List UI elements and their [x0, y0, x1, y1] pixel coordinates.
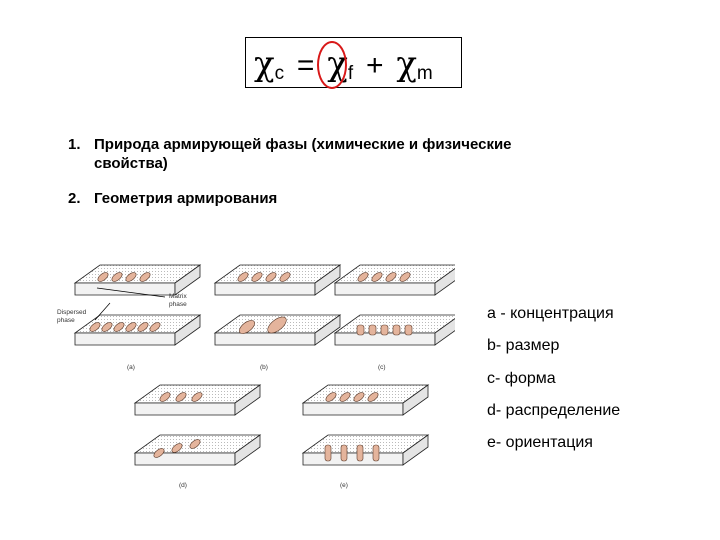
- chi-m-symbol: χ: [396, 44, 417, 84]
- legend-item-size: b- размер: [487, 337, 560, 354]
- d-top-particle: [159, 392, 171, 402]
- composite-block-e-top: [301, 384, 430, 416]
- a-bottom-particle: [125, 322, 137, 332]
- a-top-particle: [125, 272, 137, 282]
- dispersed-leader-line: [94, 302, 111, 321]
- e-top-particle: [325, 392, 337, 402]
- e-bottom-particle: [356, 444, 364, 462]
- e-top-particle: [339, 392, 351, 402]
- b-top-particle: [265, 272, 277, 282]
- c-bottom-particle: [368, 324, 377, 336]
- e-bottom-particle: [372, 444, 380, 462]
- composite-block-e-bottom: [301, 434, 430, 466]
- a-top-particle: [111, 272, 123, 282]
- a-bottom-particle: [113, 322, 125, 332]
- matrix-leader-line: [96, 287, 166, 298]
- plus-sign: +: [365, 49, 384, 82]
- a-top-particle: [97, 272, 109, 282]
- b-top-particle: [279, 272, 291, 282]
- panel-label-b: (b): [260, 364, 268, 371]
- panel-label-a: (a): [127, 364, 135, 371]
- c-top-particle: [357, 272, 369, 282]
- b-top-particle: [251, 272, 263, 282]
- legend-item-distribution: d- распределение: [487, 402, 621, 419]
- panel-label-d: (d): [179, 482, 187, 489]
- d-top-particle: [191, 392, 203, 402]
- point-2-number: 2.: [68, 190, 81, 207]
- chi-c-symbol: χ: [254, 44, 275, 84]
- c-top-particle: [371, 272, 383, 282]
- c-top-particle: [385, 272, 397, 282]
- legend-item-concentration: a - концентрация: [487, 305, 614, 322]
- chi-c-subscript: c: [274, 63, 285, 84]
- b-bottom-particle: [239, 320, 255, 334]
- legend-item-shape: c- форма: [487, 370, 556, 387]
- e-top-particle: [367, 392, 379, 402]
- composite-block-c-top: [333, 264, 455, 296]
- a-top-particle: [139, 272, 151, 282]
- reinforcement-geometry-figure: Matrix phase Dispersed phase (a) (b) (c)…: [57, 264, 455, 489]
- a-bottom-particle: [89, 322, 101, 332]
- c-top-particle: [399, 272, 411, 282]
- chi-m-subscript: m: [416, 63, 433, 84]
- e-bottom-particle: [340, 444, 348, 462]
- point-1-line1: Природа армирующей фазы (химические и фи…: [94, 136, 512, 153]
- c-bottom-particle: [392, 324, 401, 336]
- point-1-line2: свойства): [94, 155, 168, 172]
- c-bottom-particle: [404, 324, 413, 336]
- composite-block-c-bottom: [333, 314, 455, 346]
- composite-block-a-top: [73, 264, 202, 296]
- composite-block-b-top: [213, 264, 342, 296]
- highlight-circle: [317, 41, 347, 89]
- formula-box: χc = χf + χm: [245, 37, 462, 89]
- dispersed-label-2: phase: [57, 317, 75, 324]
- legend-item-orientation: e- ориентация: [487, 434, 593, 451]
- d-bottom-particle: [189, 439, 201, 449]
- a-bottom-particle: [149, 322, 161, 332]
- point-1-number: 1.: [68, 136, 81, 153]
- matrix-label-2: phase: [169, 301, 187, 308]
- b-top-particle: [237, 272, 249, 282]
- point-2: 2. Геометрия армирования: [68, 189, 277, 208]
- point-1: 1. Природа армирующей фазы (химические и …: [68, 135, 512, 173]
- panel-label-c: (c): [378, 364, 386, 371]
- c-bottom-particle: [356, 324, 365, 336]
- b-bottom-particle: [267, 316, 287, 334]
- matrix-label-1: Matrix: [169, 293, 187, 300]
- d-top-particle: [175, 392, 187, 402]
- a-bottom-particle: [137, 322, 149, 332]
- panel-label-e: (e): [340, 482, 348, 489]
- c-bottom-particle: [380, 324, 389, 336]
- e-bottom-particle: [324, 444, 332, 462]
- point-2-text: Геометрия армирования: [94, 190, 278, 207]
- equals-sign: =: [296, 49, 315, 82]
- a-bottom-particle: [101, 322, 113, 332]
- d-bottom-particle: [153, 448, 165, 458]
- e-top-particle: [353, 392, 365, 402]
- chi-f-subscript: f: [347, 63, 354, 84]
- dispersed-label-1: Dispersed: [57, 309, 87, 316]
- d-bottom-particle: [171, 443, 183, 453]
